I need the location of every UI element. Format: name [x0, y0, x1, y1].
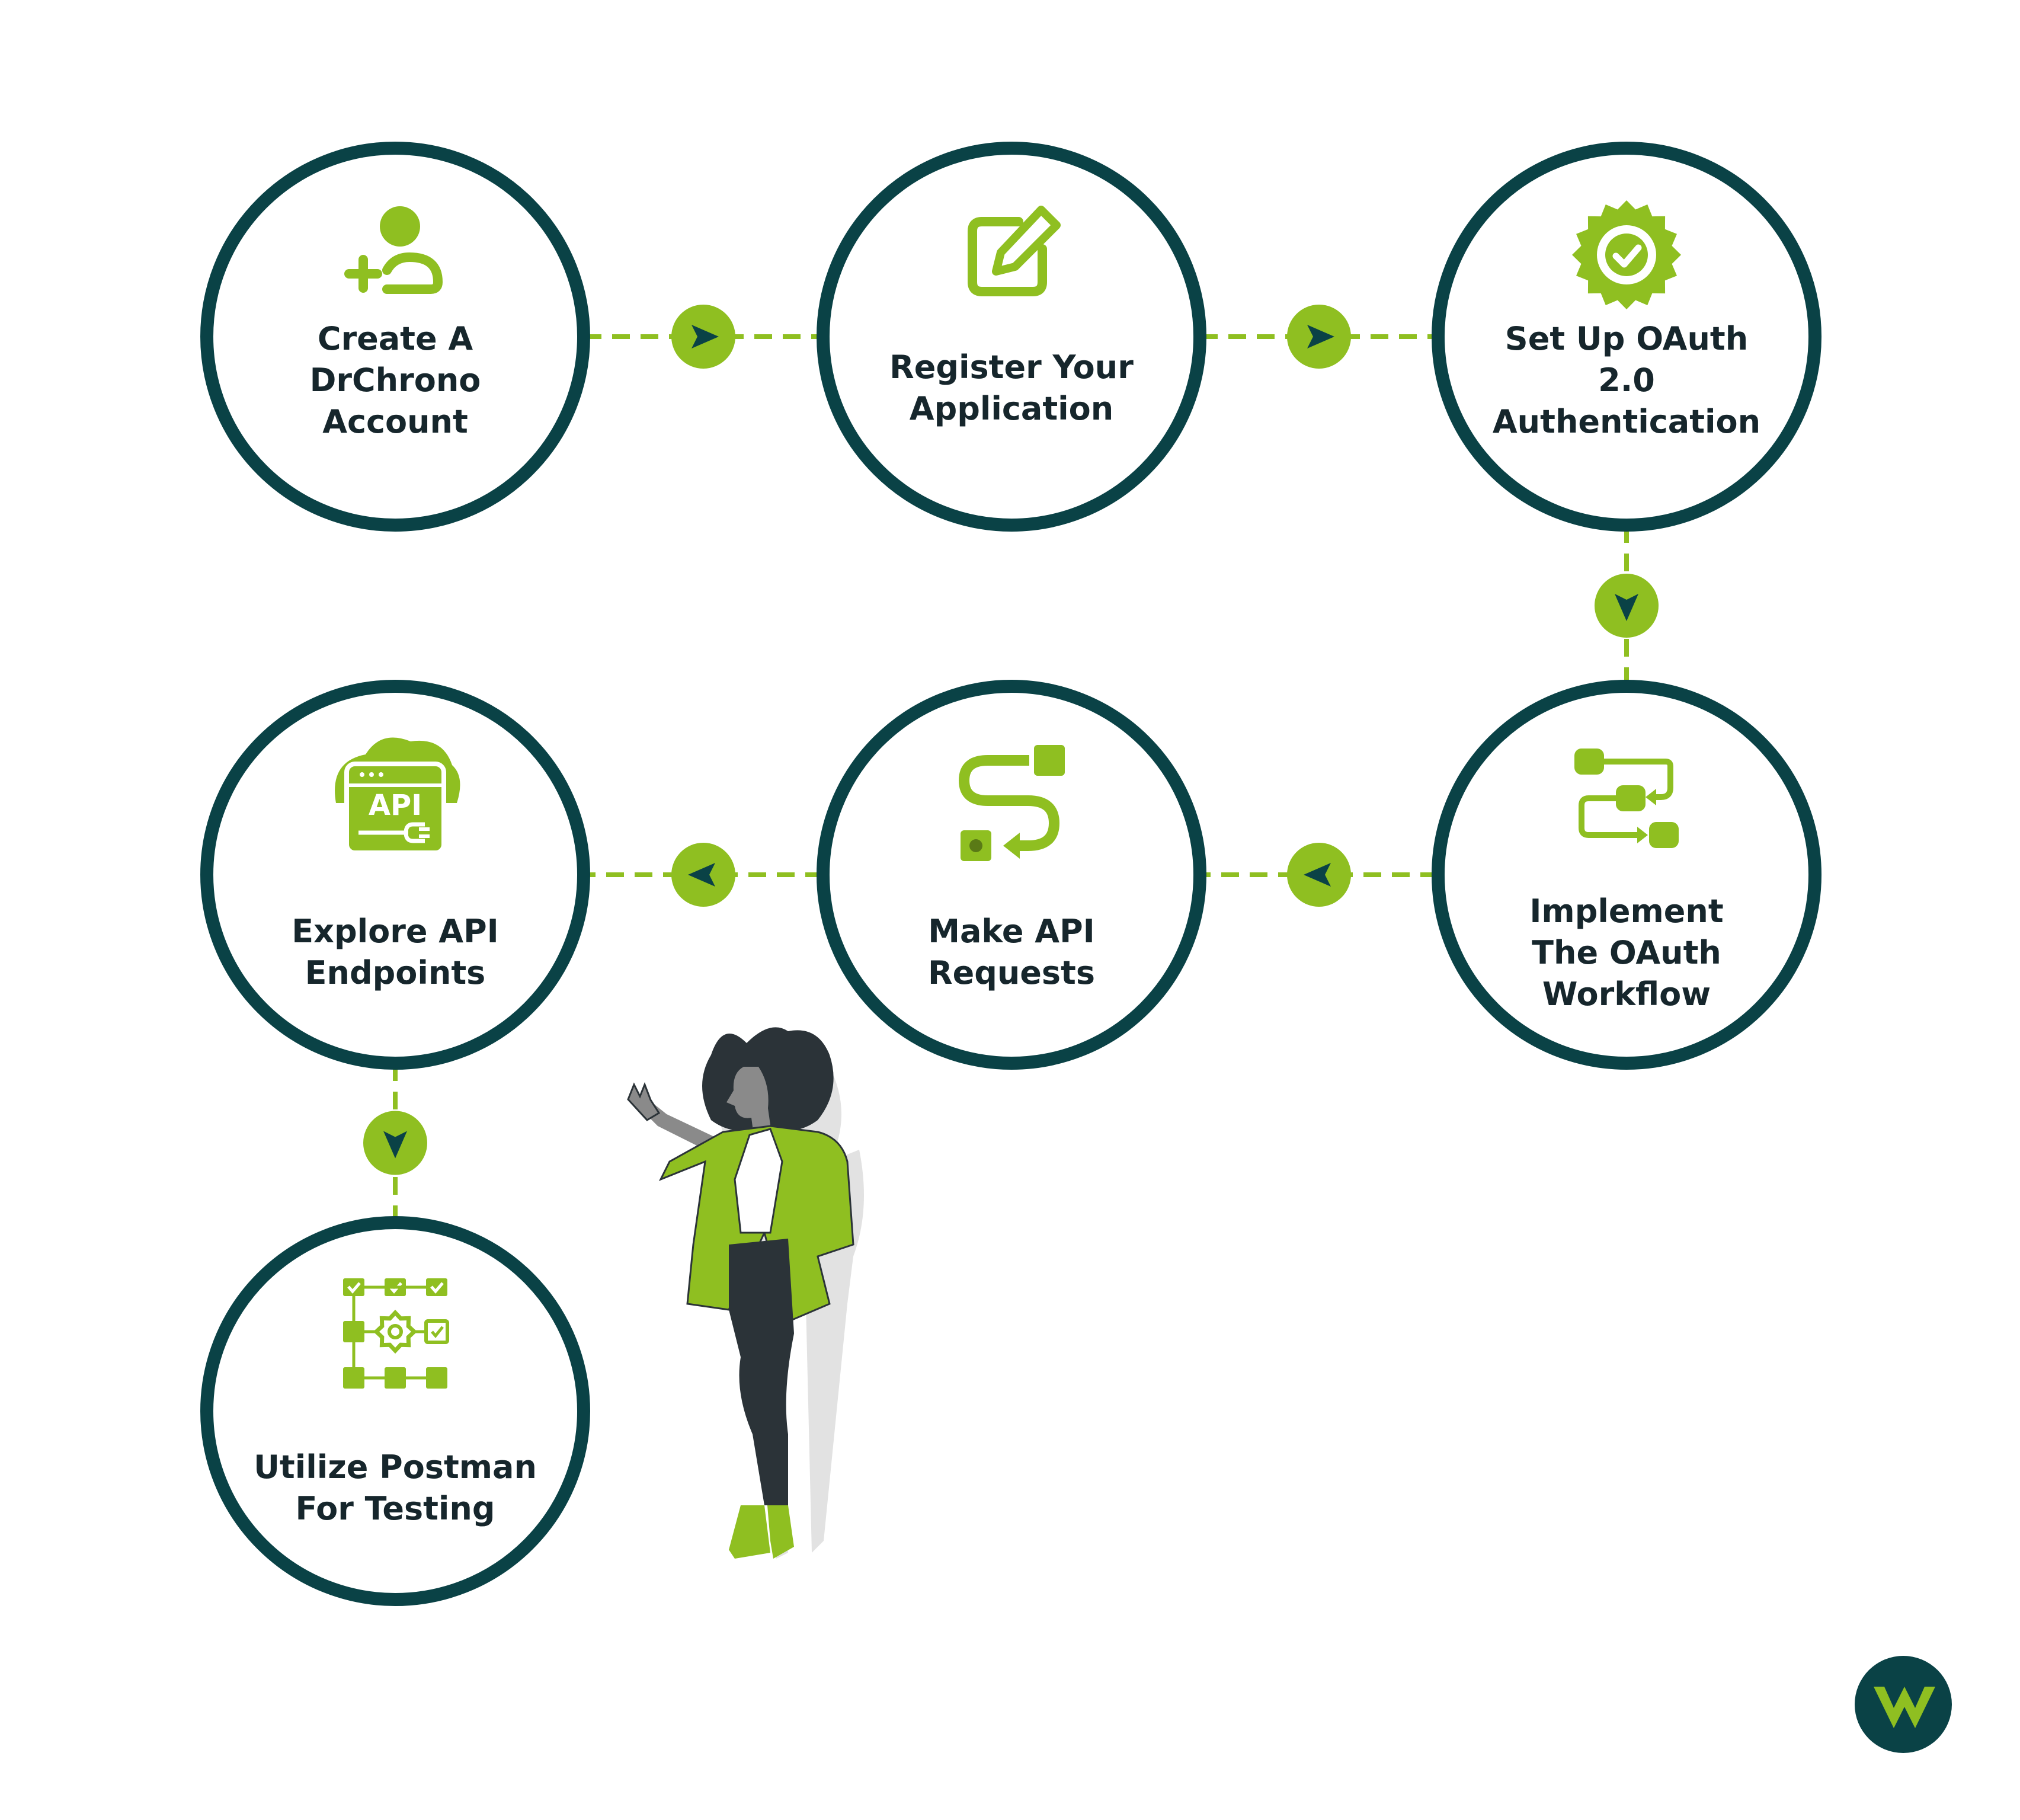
- connector-implement-workflow-to-make-requests: [1200, 843, 1438, 907]
- step-make-requests: Make API Requests: [817, 680, 1206, 1070]
- step-label-line: Implement: [1529, 893, 1723, 930]
- step-ring: [200, 680, 590, 1070]
- step-label-line: Workflow: [1542, 975, 1711, 1013]
- connectors-layer: [363, 305, 1659, 1223]
- step-label-line: The OAuth: [1532, 934, 1721, 971]
- figure-hand: [627, 1082, 661, 1121]
- step-label-line: Application: [910, 390, 1113, 427]
- connector-register-app-to-setup-oauth: [1200, 305, 1438, 369]
- step-explore-endpoints: API Explore API Endpoints: [200, 680, 590, 1070]
- step-label-line: Endpoints: [305, 954, 486, 991]
- connector-create-account-to-register-app: [584, 305, 823, 369]
- step-label-line: Requests: [928, 954, 1095, 991]
- step-ring: [1432, 680, 1821, 1070]
- step-ring: [1432, 142, 1821, 532]
- arrow-down-icon: [383, 1131, 407, 1159]
- arrow-right-icon: [692, 325, 719, 348]
- edit-icon: [968, 206, 1061, 296]
- test-flowchart-icon: [343, 1278, 449, 1389]
- step-label-line: Create A: [318, 320, 473, 357]
- workflow-icon: [1574, 749, 1679, 848]
- step-ring: [817, 142, 1206, 532]
- arrow-left-icon: [1304, 863, 1331, 887]
- add-user-icon: [344, 206, 443, 294]
- step-label-line: Register Your: [889, 348, 1134, 386]
- svg-text:API: API: [369, 789, 422, 822]
- step-label-line: DrChrono: [310, 362, 481, 399]
- figure-shoe-left: [729, 1505, 770, 1559]
- step-label-line: Utilize Postman: [254, 1448, 537, 1486]
- step-ring: [200, 142, 590, 532]
- figure-face: [726, 1067, 771, 1135]
- verified-badge-icon: [1572, 200, 1681, 309]
- step-label-line: For Testing: [295, 1490, 495, 1527]
- api-cloud-icon: API: [335, 737, 460, 855]
- figure-shoe-right: [767, 1505, 794, 1559]
- step-label-line: Account: [322, 403, 468, 440]
- arrow-down-icon: [1615, 594, 1638, 621]
- step-label-line: 2.0: [1598, 362, 1655, 399]
- connector-explore-endpoints-to-postman-testing: [363, 1063, 427, 1223]
- connector-make-requests-to-explore-endpoints: [584, 843, 823, 907]
- presenting-woman-illustration: [627, 1027, 864, 1559]
- step-label-line: Make API: [928, 913, 1095, 950]
- step-label-line: Set Up OAuth: [1505, 320, 1748, 357]
- arrow-right-icon: [1307, 325, 1334, 348]
- figure-trousers: [729, 1239, 794, 1505]
- connector-setup-oauth-to-implement-workflow: [1595, 525, 1659, 686]
- step-ring: [200, 1216, 590, 1606]
- arrow-left-icon: [688, 863, 715, 887]
- figure-shirt: [734, 1128, 783, 1234]
- step-label-line: Authentication: [1493, 403, 1760, 440]
- company-logo-icon: [1855, 1656, 1952, 1753]
- process-path-icon: [958, 745, 1065, 861]
- step-label-line: Explore API: [292, 913, 499, 950]
- step-ring: [817, 680, 1206, 1070]
